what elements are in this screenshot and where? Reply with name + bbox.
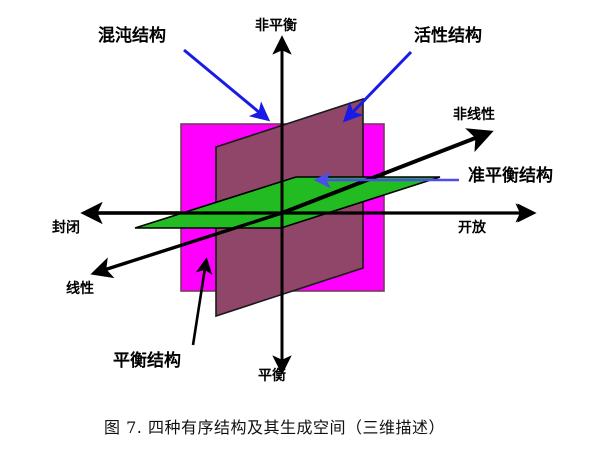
axis-diagonal-nonlinear — [281, 128, 494, 215]
callout-arrow-active — [342, 50, 413, 123]
callout-label-quasi-equilibrium: 准平衡结构 — [468, 166, 553, 186]
callout-label-chaotic: 混沌结构 — [98, 26, 166, 46]
axis-label-linear: 线性 — [66, 281, 94, 297]
axis-label-nonlinear: 非线性 — [453, 107, 495, 123]
axis-label-equilibrium: 平衡 — [258, 368, 286, 384]
callout-label-equilibrium: 平衡结构 — [113, 351, 181, 371]
axis-diagonal-group — [90, 128, 494, 279]
callout-arrow-chaotic — [183, 48, 271, 122]
axis-label-nonequilibrium: 非平衡 — [255, 18, 297, 34]
figure-caption: 图 7. 四种有序结构及其生成空间（三维描述） — [104, 418, 445, 437]
axis-label-closed: 封闭 — [52, 220, 80, 236]
axis-label-open: 开放 — [458, 220, 486, 236]
axis-diagonal-linear — [90, 211, 283, 279]
callout-arrow-equilibrium — [191, 257, 213, 346]
callout-label-active: 活性结构 — [414, 26, 482, 46]
